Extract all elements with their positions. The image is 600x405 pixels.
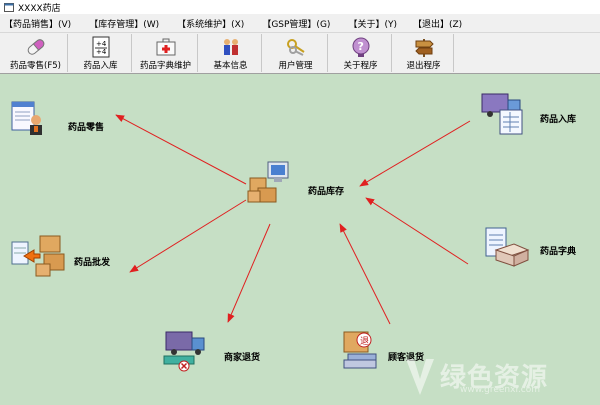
help-icon: ? <box>352 37 369 57</box>
title-bar: XXXX药店 <box>0 0 600 14</box>
watermark-text: 绿色资源 <box>440 363 549 393</box>
signpost-icon <box>414 39 434 57</box>
svg-text:+4: +4 <box>96 48 107 56</box>
node-wholesale-label: 药品批发 <box>74 258 111 268</box>
menu-gsp[interactable]: 【GSP管理】(G) <box>262 19 331 30</box>
node-vendor-return[interactable] <box>160 328 212 375</box>
first-aid-kit-icon <box>156 38 175 56</box>
menu-about[interactable]: 【关于】(Y) <box>348 19 397 30</box>
arrow-to-wholesale <box>129 199 247 273</box>
computer-boxes-icon <box>247 161 289 203</box>
customer-return-icon: 退 <box>343 331 377 369</box>
toolbar-about-button[interactable]: ? 关于程序 <box>330 34 392 72</box>
menu-inventory[interactable]: 【库存管理】(W) <box>89 19 160 30</box>
node-dictionary-label: 药品字典 <box>540 247 577 257</box>
return-truck-icon <box>163 331 205 372</box>
arrow-from-dictionary <box>365 197 469 265</box>
toolbar-stock-in-button[interactable]: +4+4 药品入库 <box>70 34 132 72</box>
boxes-transfer-icon <box>11 235 65 277</box>
node-retail[interactable] <box>10 98 46 141</box>
node-vendor-return-label: 商家退货 <box>224 353 261 363</box>
flow-arrows <box>115 114 471 325</box>
node-customer-return[interactable]: 退 <box>340 328 384 375</box>
watermark: 绿色资源 www.greenxf.com <box>402 355 592 401</box>
svg-text:退: 退 <box>360 336 369 347</box>
node-inventory-label: 药品库存 <box>308 187 345 197</box>
node-stock-in[interactable] <box>476 90 528 139</box>
menu-exit[interactable]: 【退出】(Z) <box>412 19 463 30</box>
window-title: XXXX药店 <box>18 3 61 14</box>
arrow-from-customer-return <box>339 223 391 325</box>
arrow-from-stock-in <box>359 120 471 187</box>
node-stock-in-label: 药品入库 <box>540 115 577 125</box>
calculator-icon: +4+4 <box>92 36 109 58</box>
node-retail-label: 药品零售 <box>68 123 105 133</box>
node-wholesale[interactable] <box>10 234 68 283</box>
node-customer-return-label: 顾客退货 <box>388 353 425 363</box>
toolbar-basic-info-button[interactable]: 基本信息 <box>200 34 262 72</box>
watermark-url: www.greenxf.com <box>460 385 541 395</box>
toolbar-user-manage-button[interactable]: 用户管理 <box>264 34 328 72</box>
pill-icon <box>27 39 44 55</box>
keys-icon <box>286 39 305 56</box>
menu-system[interactable]: 【系统维护】(X) <box>177 19 245 30</box>
node-dictionary[interactable] <box>484 226 530 273</box>
svg-text:+4: +4 <box>96 40 107 48</box>
leaf-logo-icon <box>406 359 434 395</box>
toolbar-dictionary-button[interactable]: 药品字典维护 <box>134 34 198 72</box>
node-inventory[interactable] <box>246 160 292 209</box>
toolbar: 药品零售(F5) +4+4 药品入库 药品字典维护 基本信息 用户管理 ? 关于… <box>0 33 600 74</box>
menu-bar: 【药品销售】(V) 【库存管理】(W) 【系统维护】(X) 【GSP管理】(G)… <box>0 14 600 33</box>
app-icon <box>4 2 14 12</box>
cashier-icon <box>11 101 42 135</box>
arrow-to-retail <box>115 114 247 185</box>
truck-document-icon <box>481 93 523 135</box>
svg-text:?: ? <box>357 40 363 53</box>
people-icon <box>223 39 238 55</box>
toolbar-exit-button[interactable]: 退出程序 <box>394 34 454 72</box>
main-canvas: 药品库存 药品零售 药品批发 商家退货 退 顾客退货 <box>0 74 600 405</box>
arrow-to-vendor-return <box>227 223 271 323</box>
toolbar-retail-button[interactable]: 药品零售(F5) <box>4 34 68 72</box>
menu-drug-sales[interactable]: 【药品销售】(V) <box>4 19 72 30</box>
book-box-icon <box>485 227 530 267</box>
